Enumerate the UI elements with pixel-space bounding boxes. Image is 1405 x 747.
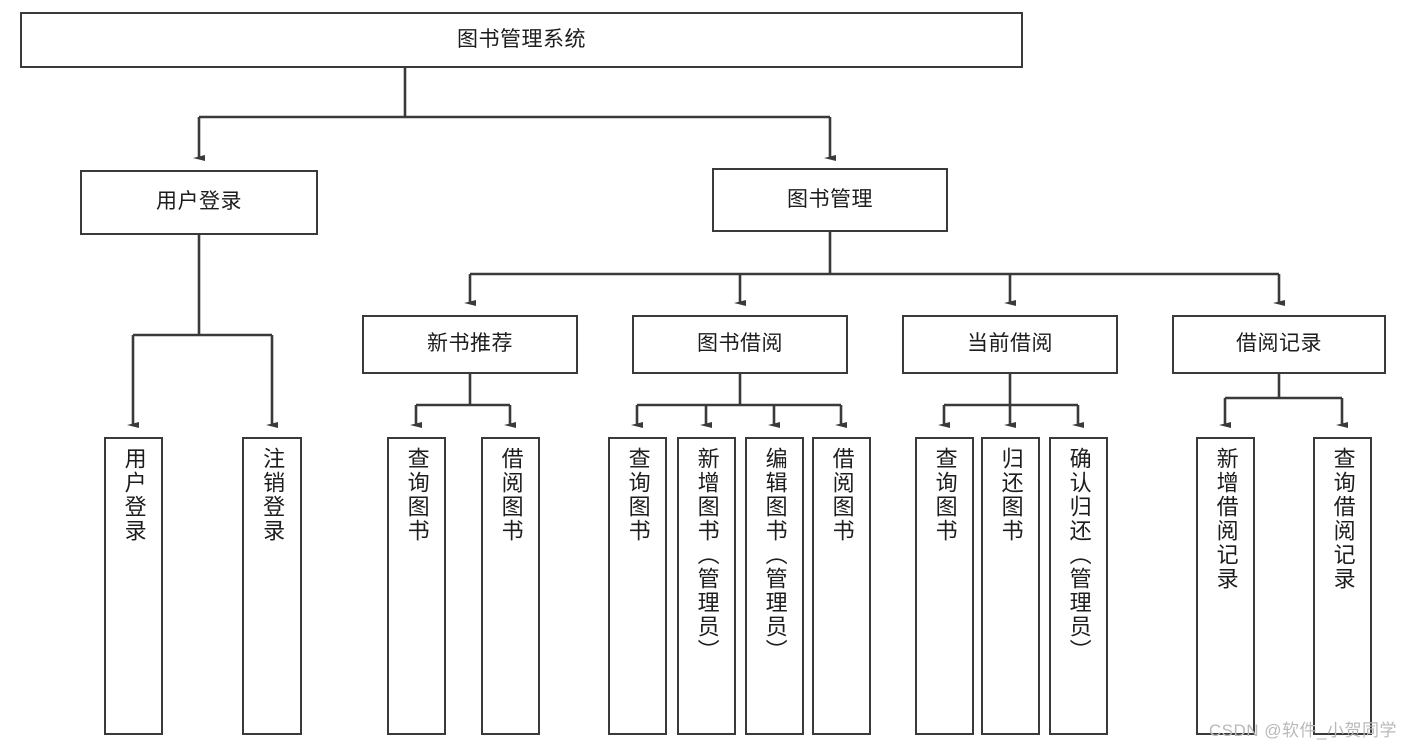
node-label: 用户登录 [121, 447, 147, 543]
node-label: 查询图书 [404, 447, 430, 543]
leaf-recommend-query-book[interactable]: 查询图书 [387, 437, 446, 735]
node-label: 编辑图书（管理员） [762, 447, 788, 663]
node-label: 查询借阅记录 [1330, 447, 1356, 591]
node-label: 归还图书 [998, 447, 1024, 543]
csdn-watermark: CSDN @软件_小贺同学 [1208, 721, 1397, 740]
leaf-user-login[interactable]: 用户登录 [104, 437, 163, 735]
leaf-borrow-borrow-book[interactable]: 借阅图书 [812, 437, 871, 735]
node-current-borrow[interactable]: 当前借阅 [902, 315, 1118, 374]
node-label: 新增图书（管理员） [694, 447, 720, 663]
node-borrow-record[interactable]: 借阅记录 [1172, 315, 1386, 374]
leaf-record-query-record[interactable]: 查询借阅记录 [1313, 437, 1372, 735]
leaf-user-logout[interactable]: 注销登录 [242, 437, 302, 735]
node-label: 新增借阅记录 [1213, 447, 1239, 591]
node-label: 用户登录 [156, 190, 242, 214]
node-root-system[interactable]: 图书管理系统 [20, 12, 1023, 68]
node-label: 注销登录 [260, 447, 286, 543]
node-label: 图书借阅 [697, 332, 783, 356]
leaf-current-confirm-return[interactable]: 确认归还（管理员） [1049, 437, 1108, 735]
node-label: 查询图书 [625, 447, 651, 543]
node-label: 图书管理系统 [457, 27, 586, 51]
leaf-current-return-book[interactable]: 归还图书 [981, 437, 1040, 735]
node-label: 借阅图书 [829, 447, 855, 543]
node-label: 图书管理 [787, 187, 873, 211]
node-label: 新书推荐 [427, 332, 513, 356]
leaf-borrow-edit-book[interactable]: 编辑图书（管理员） [745, 437, 804, 735]
leaf-current-query-book[interactable]: 查询图书 [915, 437, 974, 735]
node-label: 借阅图书 [498, 447, 524, 543]
leaf-record-add-record[interactable]: 新增借阅记录 [1196, 437, 1255, 735]
leaf-recommend-borrow-book[interactable]: 借阅图书 [481, 437, 540, 735]
leaf-borrow-add-book[interactable]: 新增图书（管理员） [677, 437, 736, 735]
node-new-book-recommend[interactable]: 新书推荐 [362, 315, 578, 374]
node-label: 当前借阅 [967, 332, 1053, 356]
node-label: 查询图书 [932, 447, 958, 543]
node-book-management[interactable]: 图书管理 [712, 168, 948, 232]
node-label: 确认归还（管理员） [1066, 447, 1092, 663]
node-book-borrow[interactable]: 图书借阅 [632, 315, 848, 374]
node-label: 借阅记录 [1236, 332, 1322, 356]
leaf-borrow-query-book[interactable]: 查询图书 [608, 437, 667, 735]
node-user-login[interactable]: 用户登录 [80, 170, 318, 235]
